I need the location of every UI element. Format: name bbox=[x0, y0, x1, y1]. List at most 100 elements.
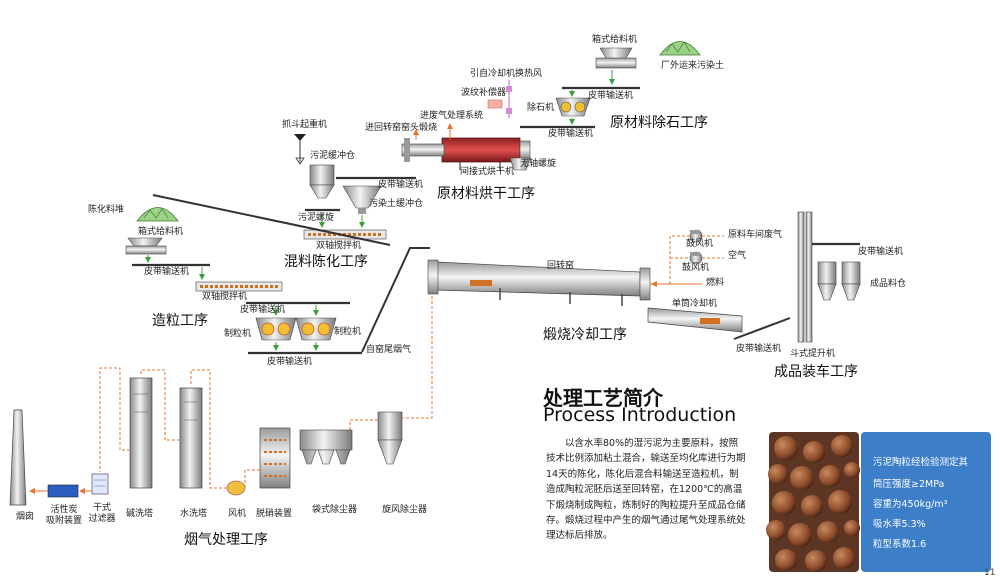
soil-pile-top bbox=[659, 41, 701, 56]
spec-water: 吸水率5.3% bbox=[873, 519, 926, 530]
label-fan: 风机 bbox=[228, 509, 247, 519]
spec-box: 污泥陶粒经检验测定其 筒压强度≥2MPa 容重为450kg/m³ 吸水率5.3%… bbox=[861, 432, 991, 572]
label-single-cooler: 单筒冷却机 bbox=[672, 299, 718, 309]
label-soil-bin: 污染土缓冲仓 bbox=[369, 199, 424, 209]
label-belt-6: 皮带输送机 bbox=[267, 357, 313, 367]
label-belt-4: 皮带输送机 bbox=[144, 267, 190, 277]
soil-buffer-bin bbox=[342, 185, 382, 214]
belt-7-line bbox=[733, 317, 791, 340]
denitration-device bbox=[259, 427, 291, 489]
label-belt-3: 皮带输送机 bbox=[378, 180, 424, 190]
pelletizer-2 bbox=[295, 317, 337, 341]
product-bin-1 bbox=[817, 261, 837, 301]
label-kiln-head: 进回转窑窑头煅烧 bbox=[365, 123, 438, 133]
intro-body: 以含水率80%的湿污泥为主要原料，按照技术比例添加粘土混合，输送至均化库进行为期… bbox=[546, 436, 746, 544]
label-product-bin: 成品料仓 bbox=[870, 279, 907, 289]
label-pelletizer-1: 制粒机 bbox=[224, 329, 252, 339]
stage-granulate: 造粒工序 bbox=[152, 313, 208, 329]
aged-pile bbox=[136, 207, 179, 222]
spec-density: 容重为450kg/m³ bbox=[873, 499, 948, 510]
label-belt-7: 皮带输送机 bbox=[736, 344, 782, 354]
label-sludge-screw: 污泥螺旋 bbox=[298, 213, 335, 223]
grab-crane bbox=[294, 134, 306, 165]
label-pelletizer-2: 制粒机 bbox=[334, 327, 362, 337]
label-cyclone: 旋风除尘器 bbox=[382, 505, 428, 515]
label-belt-5: 皮带输送机 bbox=[240, 305, 286, 315]
label-grab-crane: 抓斗起重机 bbox=[282, 120, 328, 130]
stage-product: 成品装车工序 bbox=[774, 364, 858, 380]
stage-raw-dry: 原材料烘干工序 bbox=[437, 186, 535, 202]
label-indirect-dryer: 间接式烘干机 bbox=[460, 167, 515, 177]
hot-air-pipe bbox=[487, 80, 512, 118]
rotary-kiln bbox=[427, 259, 651, 306]
label-box-feeder-2: 箱式给料机 bbox=[138, 227, 184, 237]
spec-strength: 筒压强度≥2MPa bbox=[873, 479, 945, 490]
twin-mixer-2 bbox=[195, 281, 283, 292]
label-water-tower: 水洗塔 bbox=[180, 509, 208, 519]
indirect-dryer bbox=[401, 137, 531, 171]
stone-remover bbox=[555, 97, 591, 117]
label-workshop-gas: 原料车间废气 bbox=[728, 230, 783, 240]
gas-route-towers bbox=[99, 367, 260, 489]
box-feeder-top bbox=[595, 47, 637, 69]
stage-raw-stone: 原材料除石工序 bbox=[610, 115, 708, 131]
carbon-adsorber bbox=[47, 484, 79, 498]
label-rotary-kiln: 回转窑 bbox=[547, 261, 575, 271]
label-bag-filter: 袋式除尘器 bbox=[312, 505, 358, 515]
label-dry-filter: 干式 过滤器 bbox=[88, 503, 116, 524]
label-desulfur: 脱硝装置 bbox=[256, 509, 293, 519]
label-belt-2: 皮带输送机 bbox=[548, 129, 594, 139]
label-shaftless-screw: 无轴螺旋 bbox=[520, 159, 557, 169]
intro-title-zh: 处理工艺简介 bbox=[543, 386, 663, 410]
belt-to-aged-pile bbox=[152, 194, 391, 246]
label-bucket-elevator: 斗式提升机 bbox=[790, 349, 836, 359]
gas-to-bag bbox=[349, 419, 378, 436]
label-aged-pile: 陈化料堆 bbox=[88, 205, 125, 215]
alkali-wash-tower bbox=[129, 377, 153, 489]
chimney bbox=[9, 409, 27, 506]
spec-grain: 粒型系数1.6 bbox=[873, 539, 927, 550]
pelletizer-1 bbox=[255, 317, 297, 341]
label-chimney: 烟囱 bbox=[16, 512, 35, 522]
bag-filter bbox=[299, 429, 353, 465]
label-blower-1: 鼓风机 bbox=[686, 239, 714, 249]
label-fuel: 燃料 bbox=[706, 278, 725, 288]
pellet-photo bbox=[766, 432, 860, 572]
label-air: 空气 bbox=[728, 251, 747, 261]
label-kiln-tail-gas: 自窑尾烟气 bbox=[366, 345, 412, 355]
label-alkali-tower: 碱洗塔 bbox=[126, 509, 154, 519]
sludge-buffer-bin bbox=[309, 164, 335, 199]
belt-to-kiln bbox=[361, 247, 430, 353]
water-wash-tower bbox=[179, 387, 203, 489]
bucket-elevator bbox=[797, 211, 813, 343]
label-twin-mixer-1: 双轴搅拌机 bbox=[316, 241, 362, 251]
label-hot-air: 引自冷却机换热风 bbox=[470, 69, 543, 79]
label-outside-soil: 厂外运来污染土 bbox=[661, 61, 725, 71]
label-bellows-comp: 波纹补偿器 bbox=[461, 88, 507, 98]
product-bin-2 bbox=[841, 261, 861, 301]
stage-calcine: 煅烧冷却工序 bbox=[543, 327, 627, 343]
cyclone-separator bbox=[377, 411, 403, 465]
label-box-feeder-top: 箱式给料机 bbox=[592, 35, 638, 45]
intro-title-en: Process Introduction bbox=[543, 404, 737, 426]
fan-unit bbox=[226, 480, 246, 496]
spec-title: 污泥陶粒经检验测定其 bbox=[873, 457, 969, 468]
label-stone-remover: 除石机 bbox=[527, 103, 555, 113]
single-cooler bbox=[647, 307, 743, 333]
dry-filter bbox=[91, 473, 109, 495]
air-lines bbox=[650, 235, 724, 285]
label-twin-mixer-2: 双轴搅拌机 bbox=[202, 292, 248, 302]
label-belt-8: 皮带输送机 bbox=[858, 247, 904, 257]
label-exhaust-sys: 进废气处理系统 bbox=[420, 111, 484, 121]
label-belt-1: 皮带输送机 bbox=[588, 91, 634, 101]
kiln-tail-gas-line bbox=[403, 296, 433, 419]
box-feeder-2 bbox=[125, 237, 167, 255]
page-number: 11 bbox=[984, 568, 996, 578]
label-blower-2: 鼓风机 bbox=[682, 263, 710, 273]
stage-mix-age: 混料陈化工序 bbox=[284, 254, 368, 270]
label-carbon-adsorb: 活性炭 吸附装置 bbox=[45, 505, 83, 526]
stage-flue-gas: 烟气处理工序 bbox=[184, 532, 268, 548]
intro-paragraph: 以含水率80%的湿污泥为主要原料，按照技术比例添加粘土混合，输送至均化库进行为期… bbox=[546, 438, 746, 542]
label-sludge-bin: 污泥缓冲仓 bbox=[310, 151, 356, 161]
